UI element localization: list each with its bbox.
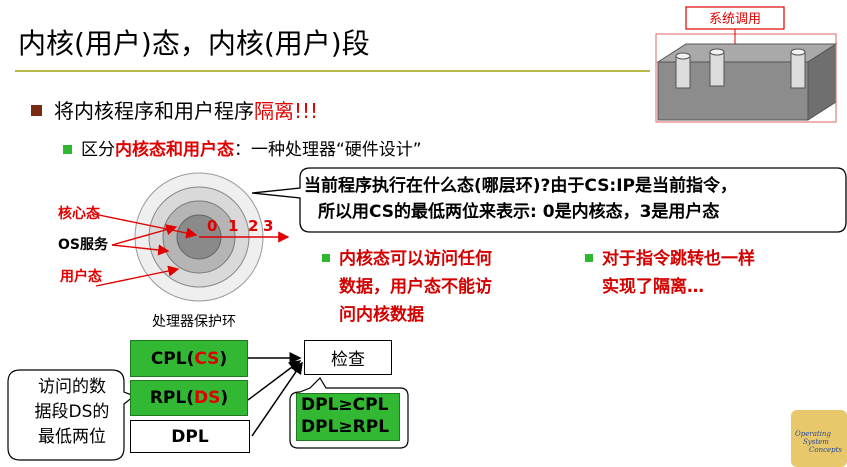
- point-kernel-line-3: 问内核数据: [339, 305, 424, 325]
- point-kernel-line-2: 数据，用户态不能访: [339, 277, 492, 297]
- square-bullet-icon: [322, 254, 330, 262]
- bullet-isolation-highlight: 隔离!!!: [254, 99, 319, 123]
- title-divider: [15, 70, 650, 72]
- callout-text: 当前程序执行在什么态(哪层环)?由于CS:IP是当前指令， 所以用CS的最低两位…: [304, 173, 839, 225]
- note-bubble: [7, 369, 136, 461]
- note-text: 访问的数 据段DS的 最低两位: [24, 375, 120, 450]
- check-label: 检查: [331, 350, 365, 370]
- note-line-3: 最低两位: [38, 427, 106, 447]
- protection-rings-diagram: [93, 172, 290, 302]
- bullet-modes-highlight: 内核态和用户态: [115, 140, 234, 160]
- bullet-modes-suffix: ：一种处理器“硬件设计”: [234, 140, 422, 160]
- ring-label-os: OS服务: [58, 237, 108, 253]
- cpl-box: CPL(CS): [130, 340, 248, 377]
- note-line-2: 据段DS的: [34, 402, 110, 422]
- ring-label-kernel: 核心态: [58, 206, 100, 222]
- page-title: 内核(用户)态，内核(用户)段: [18, 27, 370, 60]
- cpl-register: CS: [194, 348, 220, 369]
- ring-number-0: 0: [207, 217, 218, 235]
- rpl-box: RPL(DS): [130, 380, 248, 416]
- cpl-close: ): [219, 348, 228, 369]
- rule-dpl-rpl: DPL≥RPL: [301, 417, 390, 437]
- note-line-1: 访问的数: [38, 377, 106, 397]
- rpl-register: DS: [194, 388, 221, 408]
- point-jump-line-2: 实现了隔离…: [602, 277, 704, 297]
- ring-number-2: 2: [248, 217, 259, 235]
- bullet-isolation-text: 将内核程序和用户程序: [54, 99, 254, 123]
- logo-line-1: Operating: [795, 430, 831, 438]
- rules-box: DPL≥CPL DPL≥RPL: [296, 393, 400, 441]
- point-jump-isolation: 对于指令跳转也一样 实现了隔离…: [585, 245, 755, 301]
- user-arrow: [95, 265, 180, 287]
- os-concepts-logo: Operating System Concepts: [791, 410, 847, 467]
- rpl-close: ): [220, 388, 229, 408]
- square-bullet-icon: [63, 145, 72, 154]
- dpl-label: DPL: [171, 426, 209, 447]
- ring-number-1: 1: [228, 217, 239, 235]
- ring-label-user: 用户态: [60, 269, 102, 285]
- ring-number-3: 3: [263, 217, 274, 235]
- rings-caption: 处理器保护环: [152, 314, 236, 330]
- callout-line-2: 所以用CS的最低两位来表示: 0是内核态，3是用户态: [318, 202, 720, 222]
- syscall-label: 系统调用: [709, 12, 761, 27]
- square-bullet-icon: [31, 105, 42, 116]
- bullet-isolation: 将内核程序和用户程序隔离!!!: [31, 95, 318, 124]
- system-call-illustration: 系统调用: [655, 6, 838, 123]
- kernel-arrow: [93, 213, 198, 239]
- dpl-box: DPL: [130, 420, 250, 453]
- square-bullet-icon: [585, 254, 593, 262]
- bullet-modes: 区分内核态和用户态：一种处理器“硬件设计”: [63, 135, 422, 160]
- bullet-modes-prefix: 区分: [81, 140, 115, 160]
- point-kernel-line-1: 内核态可以访问任何: [339, 249, 492, 269]
- chip-outline: [655, 33, 837, 123]
- chip-pin: [709, 48, 725, 87]
- os-arrow-2: [111, 244, 170, 256]
- point-jump-line-1: 对于指令跳转也一样: [602, 249, 755, 269]
- callout-bubble: [251, 167, 847, 233]
- rpl-label: RPL(: [149, 388, 194, 408]
- os-arrow-1: [111, 224, 178, 246]
- rule-dpl-cpl: DPL≥CPL: [301, 395, 389, 415]
- cpl-label: CPL(: [150, 348, 195, 369]
- callout-line-1: 当前程序执行在什么态(哪层环)?由于CS:IP是当前指令，: [304, 176, 738, 196]
- chip-pin: [790, 48, 806, 89]
- logo-line-3: Concepts: [809, 446, 843, 454]
- point-kernel-access: 内核态可以访问任何 数据，用户态不能访 问内核数据: [322, 245, 492, 329]
- check-box: 检查: [304, 340, 392, 375]
- chip-pin: [675, 52, 691, 89]
- dpl-arrow: [251, 361, 303, 437]
- logo-line-2: System: [803, 438, 829, 446]
